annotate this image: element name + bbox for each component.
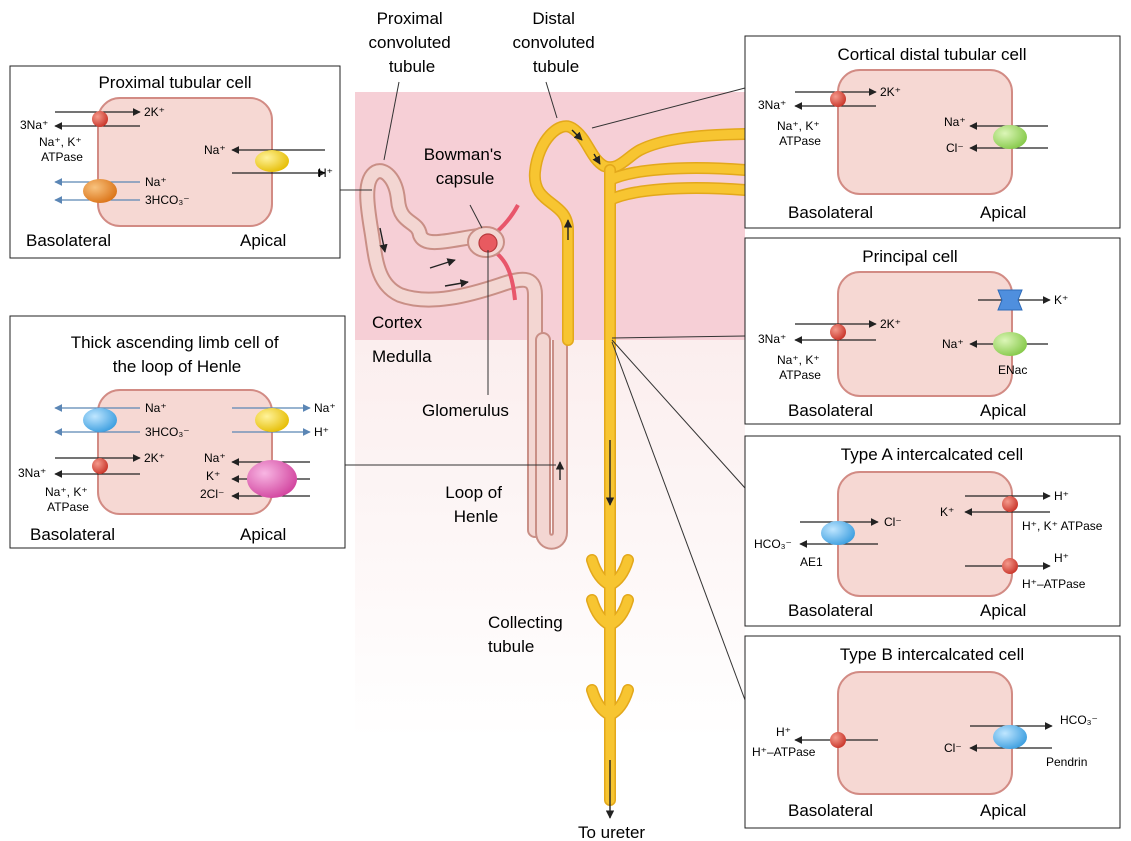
pump-label: Na⁺, K⁺ ATPase [777, 353, 823, 382]
enac-channel [993, 332, 1027, 356]
panel-thick-ascending-limb-cell: Thick ascending limb cell of the loop of… [10, 316, 345, 548]
panel-proximal-tubular-cell: Proximal tubular cell 2K⁺ 3Na⁺ Na⁺, K⁺ A… [10, 66, 340, 258]
panel-principal-cell: Principal cell K⁺ 2K⁺ 3Na⁺ Na⁺, K⁺ ATPas… [745, 238, 1120, 424]
ion-label: Cl⁻ [944, 741, 962, 755]
distal-tubule-label: Distal convoluted tubule [513, 9, 600, 76]
ion-label: 2K⁺ [144, 451, 165, 465]
ion-label: 2K⁺ [880, 85, 901, 99]
na-k-atpase-pump [830, 324, 846, 340]
apical-label: Apical [980, 203, 1026, 222]
potassium-channel [998, 290, 1022, 310]
panel-title: Type B intercalcated cell [840, 645, 1024, 664]
ion-label: K⁺ [940, 505, 954, 519]
pump-label: H⁺, K⁺ ATPase [1022, 519, 1103, 533]
glomerulus [479, 234, 497, 252]
ion-label: 3Na⁺ [18, 466, 46, 480]
h-atpase-pump [830, 732, 846, 748]
panel-title: Type A intercalcated cell [841, 445, 1023, 464]
na-k-atpase-pump [92, 458, 108, 474]
ion-label: Na⁺ [145, 401, 167, 415]
nephron-structure: Proximal convoluted tubule Distal convol… [340, 9, 745, 841]
exchanger-label: AE1 [800, 555, 823, 569]
apical-label: Apical [240, 231, 286, 250]
ion-label: K⁺ [1054, 293, 1068, 307]
panel-title: Proximal tubular cell [98, 73, 251, 92]
na-h-exchanger [255, 150, 289, 172]
ion-label: H⁺ [776, 725, 791, 739]
ae1-exchanger [821, 521, 855, 545]
exchanger-label: Pendrin [1046, 755, 1087, 769]
na-hco3-cotransporter [83, 179, 117, 203]
na-cl-cotransporter [993, 125, 1027, 149]
pendrin-exchanger [993, 725, 1027, 749]
ion-label: 2K⁺ [144, 105, 165, 119]
apical-label: Apical [980, 401, 1026, 420]
ion-label: 2Cl⁻ [200, 487, 224, 501]
na-hco3-cotransporter [83, 408, 117, 432]
apical-label: Apical [980, 801, 1026, 820]
pump-label: H⁺–ATPase [1022, 577, 1086, 591]
ion-label: Cl⁻ [884, 515, 902, 529]
ion-label: 3HCO₃⁻ [145, 193, 190, 207]
pump-label: Na⁺, K⁺ ATPase [45, 485, 91, 514]
ion-label: HCO₃⁻ [754, 537, 792, 551]
ion-label: Na⁺ [145, 175, 167, 189]
panel-title: Principal cell [862, 247, 957, 266]
panel-cortical-distal-tubular-cell: Cortical distal tubular cell 2K⁺ 3Na⁺ Na… [745, 36, 1120, 228]
basolateral-label: Basolateral [30, 525, 115, 544]
ion-label: H⁺ [1054, 489, 1069, 503]
ion-label: H⁺ [1054, 551, 1069, 565]
ion-label: H⁺ [318, 166, 333, 180]
to-ureter-label: To ureter [578, 823, 645, 841]
ion-label: 3Na⁺ [20, 118, 48, 132]
ion-label: Na⁺ [944, 115, 966, 129]
ion-label: Cl⁻ [946, 141, 964, 155]
pump-label: Na⁺, K⁺ ATPase [39, 135, 85, 164]
medulla-label: Medulla [372, 347, 432, 366]
proximal-tubule-label: Proximal convoluted tubule [369, 9, 456, 76]
glomerulus-label: Glomerulus [422, 401, 509, 420]
cell-body [838, 672, 1012, 794]
cell-body [838, 472, 1012, 596]
cell-body [838, 272, 1012, 396]
panel-title: Cortical distal tubular cell [838, 45, 1027, 64]
ion-label: 3Na⁺ [758, 332, 786, 346]
ion-label: Na⁺ [942, 337, 964, 351]
cortex-label: Cortex [372, 313, 423, 332]
basolateral-label: Basolateral [788, 601, 873, 620]
na-k-atpase-pump [92, 111, 108, 127]
basolateral-label: Basolateral [788, 203, 873, 222]
basolateral-label: Basolateral [26, 231, 111, 250]
ion-label: Na⁺ [204, 143, 226, 157]
pump-label: H⁺–ATPase [752, 745, 816, 759]
nkcc2-cotransporter [247, 460, 297, 498]
apical-label: Apical [240, 525, 286, 544]
ion-label: K⁺ [206, 469, 220, 483]
h-k-atpase-pump [1002, 496, 1018, 512]
cell-body [838, 70, 1012, 194]
ion-label: Na⁺ [204, 451, 226, 465]
channel-label: ENac [998, 363, 1027, 377]
apical-label: Apical [980, 601, 1026, 620]
ion-label: 3HCO₃⁻ [145, 425, 190, 439]
basolateral-label: Basolateral [788, 801, 873, 820]
ion-label: 2K⁺ [880, 317, 901, 331]
panel-type-a-intercalated-cell: Type A intercalcated cell H⁺ K⁺ H⁺, K⁺ A… [745, 436, 1120, 626]
basolateral-label: Basolateral [788, 401, 873, 420]
h-atpase-pump [1002, 558, 1018, 574]
pump-label: Na⁺, K⁺ ATPase [777, 119, 823, 148]
ion-label: 3Na⁺ [758, 98, 786, 112]
ion-label: Na⁺ [314, 401, 336, 415]
na-h-exchanger [255, 408, 289, 432]
ion-label: HCO₃⁻ [1060, 713, 1098, 727]
ion-label: H⁺ [314, 425, 329, 439]
panel-type-b-intercalated-cell: Type B intercalcated cell H⁺ H⁺–ATPase H… [745, 636, 1120, 828]
na-k-atpase-pump [830, 91, 846, 107]
